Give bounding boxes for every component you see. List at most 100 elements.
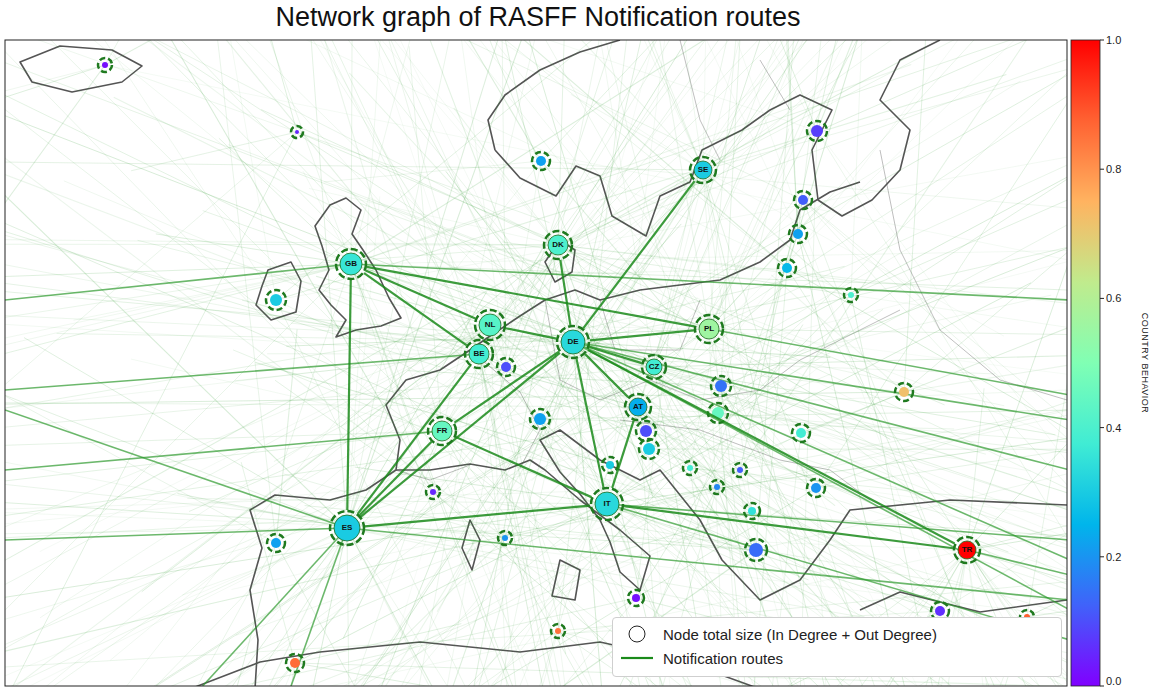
country-dot — [807, 479, 825, 497]
route-line — [341, 465, 610, 686]
node-circle — [548, 235, 568, 255]
country-dot — [745, 539, 767, 561]
degree-ring — [711, 376, 731, 396]
country-dot — [895, 383, 913, 401]
route-line — [607, 40, 1067, 504]
route-line — [654, 343, 1067, 367]
country-node — [935, 606, 945, 616]
notification-route — [588, 350, 955, 544]
country-node — [501, 362, 511, 372]
route-line — [654, 40, 974, 367]
route-line — [740, 40, 1067, 470]
route-line — [816, 241, 1067, 488]
route-line — [5, 431, 442, 470]
country-node — [798, 195, 808, 205]
country-code: DK — [552, 241, 564, 249]
route-line — [5, 442, 505, 538]
degree-ring — [794, 191, 812, 209]
route-line — [5, 410, 347, 528]
route-line — [5, 132, 297, 686]
degree-ring — [267, 534, 285, 552]
country-node — [899, 387, 909, 397]
degree-ring — [498, 531, 512, 545]
route-line — [351, 264, 1067, 307]
country-dot — [532, 152, 550, 170]
degree-ring — [778, 259, 796, 277]
route-line — [5, 40, 638, 407]
route-line — [5, 65, 646, 431]
degree-ring — [291, 126, 303, 138]
country-dot — [628, 590, 644, 606]
colorbar-ticks — [1100, 40, 1104, 686]
route-line — [78, 40, 607, 504]
route-line — [433, 492, 1067, 686]
country-node — [430, 489, 436, 495]
route-line — [64, 181, 506, 367]
route-line — [756, 389, 1067, 550]
country-node — [606, 461, 614, 469]
country-node — [848, 292, 854, 298]
route-line — [5, 528, 347, 686]
route-line — [539, 40, 717, 487]
country-dot — [708, 403, 728, 423]
route-line — [5, 631, 558, 686]
route-line — [105, 40, 665, 65]
route-line — [5, 92, 756, 550]
route-line — [186, 40, 276, 543]
route-line — [540, 419, 1067, 686]
country-dot — [778, 259, 796, 277]
route-line — [654, 367, 711, 529]
route-line — [409, 46, 442, 431]
degree-ring — [744, 503, 760, 519]
route-line — [689, 392, 904, 481]
country-node — [290, 658, 300, 668]
colorbar — [1071, 40, 1100, 686]
route-line — [433, 492, 1067, 686]
notification-route — [560, 260, 570, 325]
route-line — [442, 83, 666, 431]
route-line — [5, 40, 646, 431]
route-line — [5, 325, 490, 686]
legend-text: Notification routes — [663, 650, 783, 667]
route-line — [203, 211, 573, 342]
route-line — [771, 275, 904, 392]
route-line — [347, 528, 1067, 600]
route-line — [297, 132, 549, 223]
route-line — [5, 325, 490, 686]
country-dot — [733, 463, 747, 477]
route-line — [904, 40, 1067, 392]
route-line — [71, 40, 540, 419]
route-line — [904, 40, 972, 392]
route-line — [703, 40, 1067, 170]
degree-ring — [428, 417, 456, 445]
country-node: BE — [469, 344, 489, 364]
country-code: FR — [437, 427, 448, 435]
notification-route — [590, 330, 694, 340]
route-line — [182, 528, 347, 686]
route-line — [249, 528, 347, 686]
notification-route — [583, 181, 694, 328]
degree-ring — [266, 290, 286, 310]
route-line — [347, 40, 593, 528]
route-line — [347, 40, 422, 528]
tick-mark — [1100, 169, 1104, 170]
route-line — [433, 492, 1067, 681]
route-line — [649, 40, 1067, 449]
legend-box: Node total size (In Degree + Out Degree)… — [612, 617, 1062, 677]
country-code: IT — [603, 500, 610, 508]
country-node — [811, 125, 823, 137]
route-line — [638, 40, 1067, 407]
route-line — [200, 528, 347, 686]
country-node: AT — [629, 398, 647, 416]
route-line — [241, 462, 295, 663]
route-line — [351, 264, 546, 686]
node-circle — [432, 421, 452, 441]
country-dot — [267, 534, 285, 552]
degree-ring — [683, 461, 697, 475]
route-line — [5, 40, 433, 492]
country-node — [796, 428, 806, 438]
degree-ring — [789, 225, 807, 243]
country-node — [737, 467, 743, 473]
route-line — [275, 380, 433, 492]
tick-mark — [1100, 686, 1104, 687]
